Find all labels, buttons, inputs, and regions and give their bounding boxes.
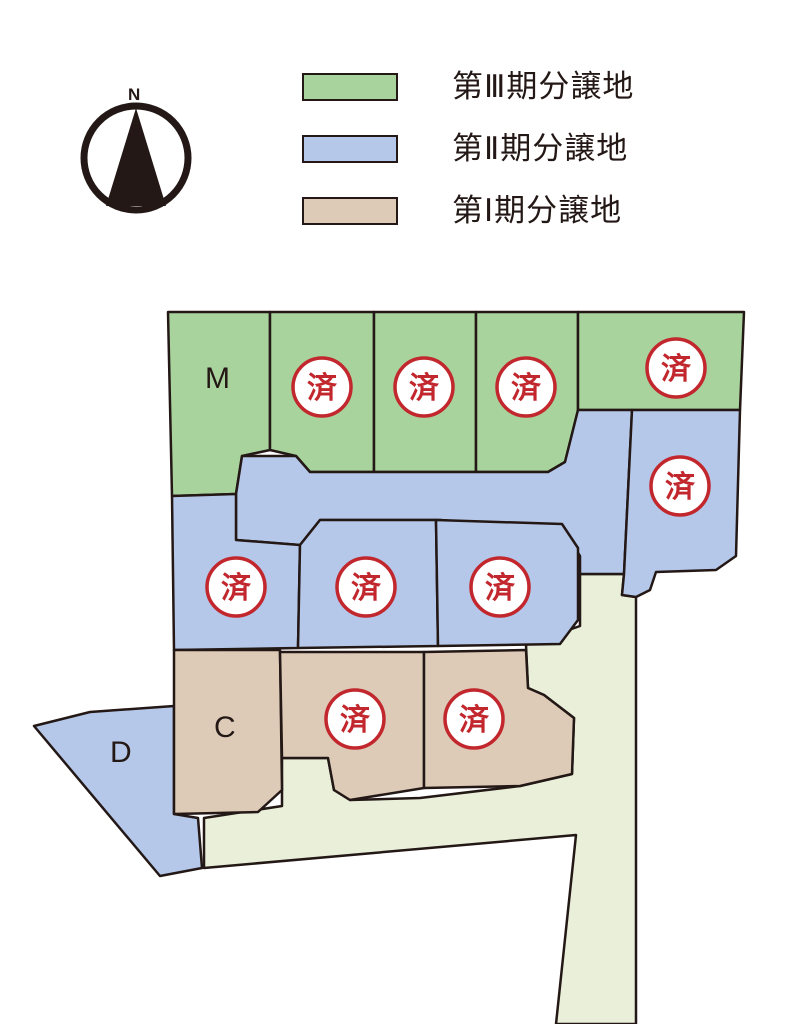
legend-label-phase2: 第Ⅱ期分譲地	[452, 131, 629, 167]
lot-m-label: M	[205, 362, 230, 395]
north-label: N	[128, 85, 140, 104]
legend-swatch-phase2	[302, 135, 398, 163]
svg-text:済: 済	[221, 571, 252, 606]
north-arrow-icon: N	[80, 85, 192, 214]
sold-mark: 済	[324, 688, 386, 750]
sold-mark: 済	[469, 556, 531, 618]
lot-d[interactable]	[32, 704, 204, 878]
svg-text:済: 済	[307, 371, 338, 406]
sold-mark: 済	[649, 455, 711, 517]
svg-text:済: 済	[409, 371, 440, 406]
legend-swatch-phase1	[302, 197, 398, 225]
legend-item-phase1: 第Ⅰ期分譲地	[300, 194, 720, 228]
legend-swatch-phase3	[302, 73, 398, 101]
sold-mark: 済	[291, 356, 353, 418]
legend-item-phase2: 第Ⅱ期分譲地	[300, 132, 720, 166]
svg-text:済: 済	[485, 571, 516, 606]
svg-text:済: 済	[340, 703, 371, 738]
lot-d-label: D	[110, 736, 132, 769]
legend-label-phase1: 第Ⅰ期分譲地	[452, 193, 623, 229]
sold-mark: 済	[393, 356, 455, 418]
sold-mark: 済	[205, 556, 267, 618]
sold-mark: 済	[443, 688, 505, 750]
svg-text:済: 済	[511, 371, 542, 406]
lot-c[interactable]	[172, 648, 284, 816]
sold-mark: 済	[495, 356, 557, 418]
sold-mark: 済	[335, 556, 397, 618]
lot-c-label: C	[214, 711, 236, 744]
svg-text:済: 済	[459, 703, 490, 738]
svg-text:済: 済	[661, 352, 692, 387]
legend-item-phase3: 第Ⅲ期分譲地	[300, 70, 720, 104]
sold-mark: 済	[645, 337, 707, 399]
legend-label-phase3: 第Ⅲ期分譲地	[452, 69, 635, 105]
svg-text:済: 済	[665, 470, 696, 505]
svg-text:済: 済	[351, 571, 382, 606]
